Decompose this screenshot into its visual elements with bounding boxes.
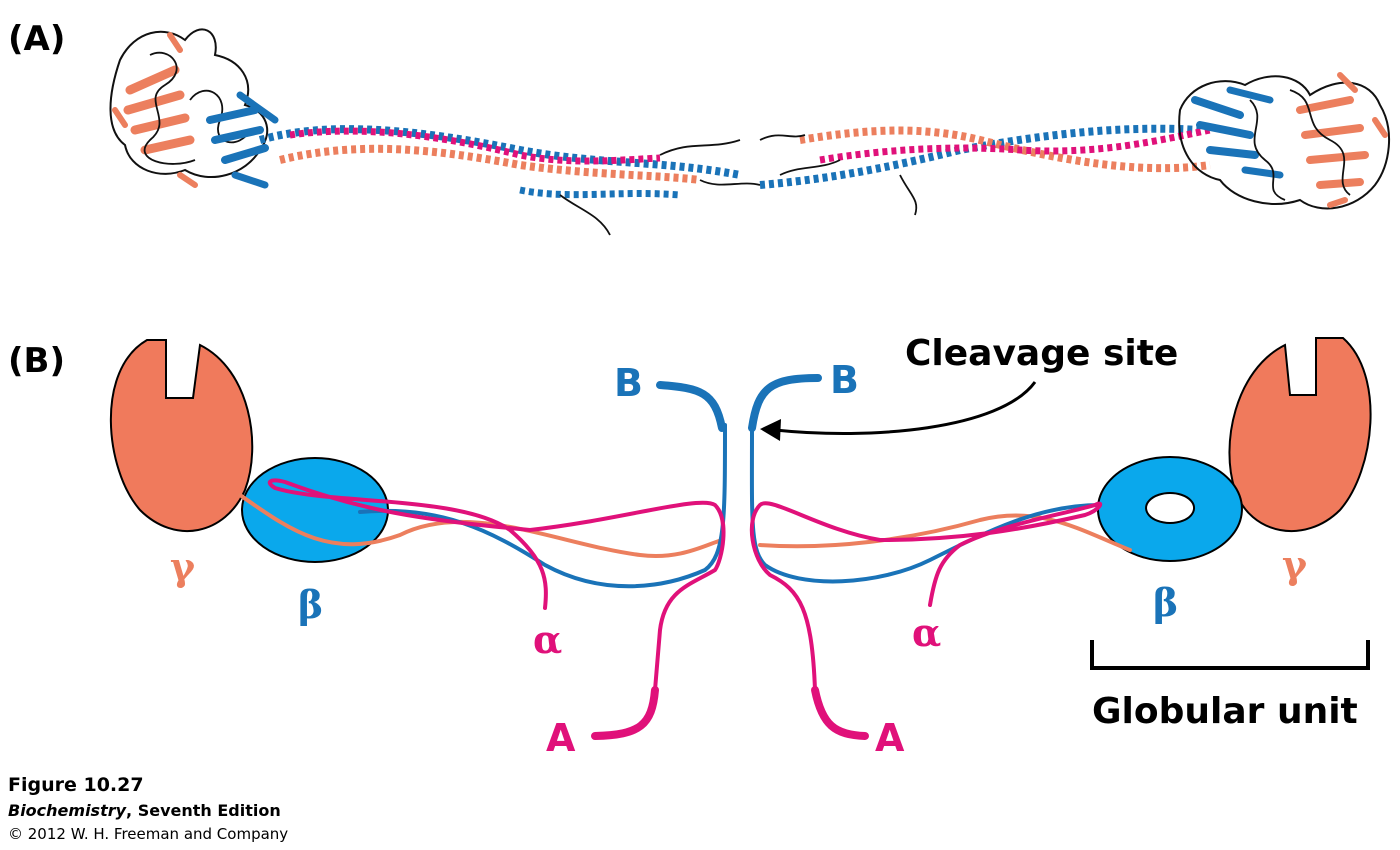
book-edition: , Seventh Edition [126,801,281,820]
beta-chain-right-tail [748,374,822,432]
book-title: Biochemistry [8,801,127,820]
cleavage-arrow [760,381,1037,441]
beta-chain-left-tail [656,381,726,432]
ribbon-left-coiled-coil [258,125,761,236]
alpha-chain-left [267,478,726,692]
panel-a-label: (A) [8,19,65,59]
beta-domain-right [1096,456,1243,562]
a-label-left: A [546,716,576,760]
ribbon-structure [109,28,1391,236]
alpha-label-left: α [533,617,562,662]
beta-label-left: β [298,582,323,627]
globular-unit-label: Globular unit [1092,691,1358,732]
ribbon-right-globule [1178,72,1391,210]
b-label-left: B [614,361,643,405]
alpha-chain-right-tail [811,686,869,740]
gamma-label-right: γ [1282,542,1308,587]
gamma-label-left: γ [170,544,196,589]
globular-unit-bracket [1090,640,1370,670]
cleavage-site-label: Cleavage site [905,333,1178,374]
beta-label-right: β [1153,580,1178,625]
book-credit: Biochemistry, Seventh Edition [8,801,281,820]
figure-number: Figure 10.27 [8,774,144,796]
copyright: © 2012 W. H. Freeman and Company [8,825,289,843]
alpha-label-right: α [912,610,941,655]
ribbon-right-coiled-coil [759,124,1211,216]
alpha-chain-left-tail [591,686,659,740]
right-chains [748,374,1132,740]
b-label-right: B [830,358,859,402]
beta-chain-right [749,426,1102,584]
gamma-chain-left [238,493,724,558]
a-label-right: A [875,716,905,760]
alpha-chain-right [749,501,1103,692]
gamma-domain-left [109,339,254,532]
gamma-chain-right [758,513,1132,552]
ribbon-left-globule [109,28,279,189]
panel-b-label: (B) [8,341,65,381]
left-chains [238,381,727,740]
gamma-domain-right [1228,337,1372,532]
